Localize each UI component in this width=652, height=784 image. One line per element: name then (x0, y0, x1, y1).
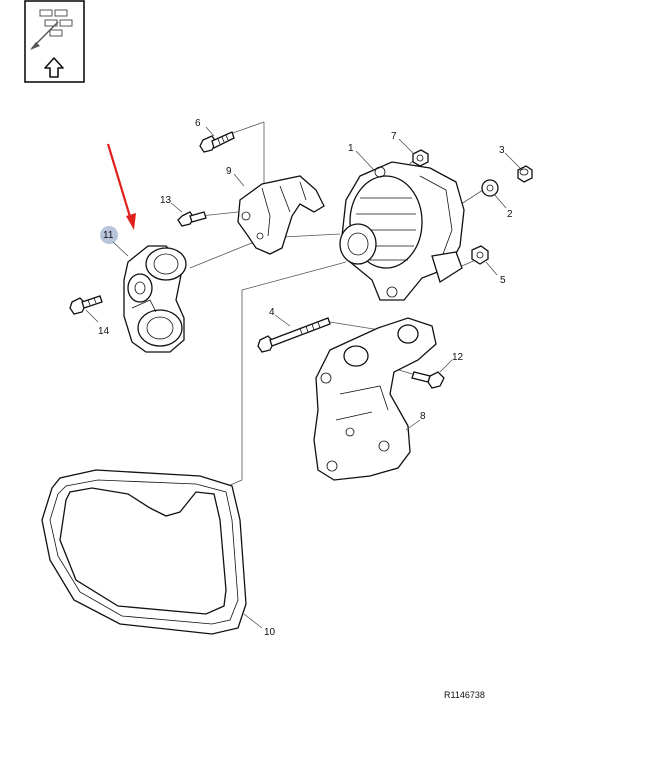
callout-4: 4 (269, 307, 275, 318)
nut-part-7 (412, 149, 429, 167)
exploded-view-icon (30, 9, 73, 50)
red-pointer-arrow (106, 143, 136, 230)
bolt-part-12 (411, 371, 445, 389)
callout-14: 14 (98, 326, 110, 337)
callout-5: 5 (500, 275, 506, 286)
bolt-part-6 (199, 131, 235, 153)
leader-lines (85, 126, 521, 629)
nut-part-5 (471, 245, 489, 265)
belt-part-10 (41, 469, 247, 635)
callout-11: 11 (103, 230, 114, 241)
tensioner-part-11 (123, 245, 187, 353)
callout-3: 3 (499, 145, 505, 156)
callout-8: 8 (420, 411, 426, 422)
callout-10: 10 (264, 627, 276, 638)
callouts: 1 2 3 4 5 6 7 8 9 10 11 12 13 14 (98, 118, 513, 638)
up-arrow-icon (44, 57, 64, 78)
bolt-part-4 (257, 317, 331, 353)
bolt-part-14 (69, 295, 103, 315)
callout-7: 7 (391, 131, 397, 142)
callout-2: 2 (507, 209, 513, 220)
alternator-part-1 (339, 161, 465, 301)
highlight-badge (100, 226, 118, 244)
reference-code: R1146738 (444, 690, 485, 700)
nut-part-3 (517, 165, 533, 183)
callout-9: 9 (226, 166, 232, 177)
bolt-part-13 (177, 211, 207, 227)
nut-part-2 (481, 179, 499, 197)
callout-13: 13 (160, 195, 172, 206)
callout-6: 6 (195, 118, 201, 129)
bracket-part-9 (237, 175, 325, 255)
nav-up-button[interactable] (24, 0, 85, 83)
bracket-part-8 (313, 317, 437, 481)
callout-12: 12 (452, 352, 464, 363)
callout-1: 1 (348, 143, 354, 154)
